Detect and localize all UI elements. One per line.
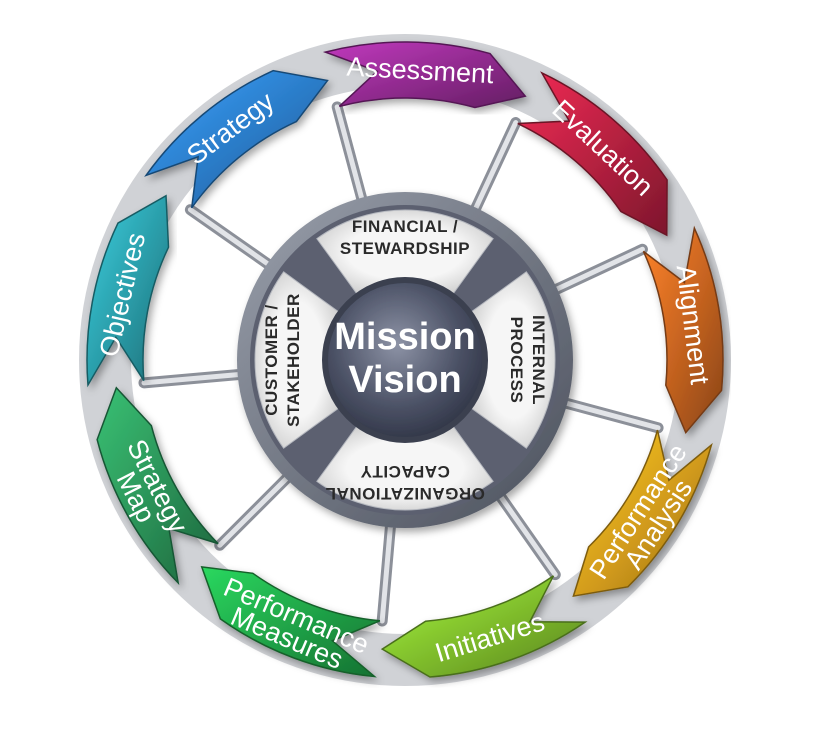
spokes-group [138, 101, 664, 627]
segment-shape [380, 575, 588, 678]
segment-shape [86, 194, 170, 388]
segment-shape [322, 41, 527, 109]
quadrant-label-line1: FINANCIAL / [352, 217, 458, 236]
quadrant-label-line2: STAKEHOLDER [284, 293, 303, 427]
core-label-line2: Vision [348, 359, 461, 401]
quadrant-label-financial: FINANCIAL / STEWARDSHIP [340, 217, 470, 258]
quadrant-label-line1: INTERNAL [529, 315, 548, 405]
spoke-highlight [472, 120, 519, 213]
segment-shape [96, 386, 219, 586]
spoke-highlight [379, 521, 394, 624]
spoke-highlight [141, 371, 244, 386]
quadrant-label-line2: STEWARDSHIP [340, 239, 470, 258]
spoke-highlight [334, 104, 365, 204]
spoke-highlight [561, 400, 661, 431]
segment-shape [200, 565, 381, 678]
core-label-line1: Mission [334, 316, 475, 358]
segment-shape [144, 69, 329, 209]
quadrant-label-line2: PROCESS [507, 317, 526, 404]
spoke-highlight [552, 246, 645, 293]
quadrant-label-line1: CUSTOMER / [262, 304, 281, 415]
segment-objectives: Objectives [86, 194, 170, 388]
mission-vision-core [322, 277, 488, 443]
quadrant-label-line1: ORGANIZATIONAL [325, 484, 485, 503]
quadrant-label-customer: CUSTOMER /STAKEHOLDER [262, 293, 303, 427]
spoke-highlight [217, 474, 291, 548]
spoke-highlight [497, 492, 558, 578]
quadrant-label-line2: CAPACITY [360, 462, 450, 481]
quadrant-label-organizational: ORGANIZATIONAL CAPACITY [325, 462, 485, 503]
segment-shape [517, 71, 668, 237]
spoke-highlight [187, 207, 273, 268]
segment-shape [572, 429, 713, 598]
segment-alignment: Alignment [642, 225, 724, 435]
segment-assessment: Assessment [322, 41, 527, 109]
segment-shape [642, 225, 724, 435]
